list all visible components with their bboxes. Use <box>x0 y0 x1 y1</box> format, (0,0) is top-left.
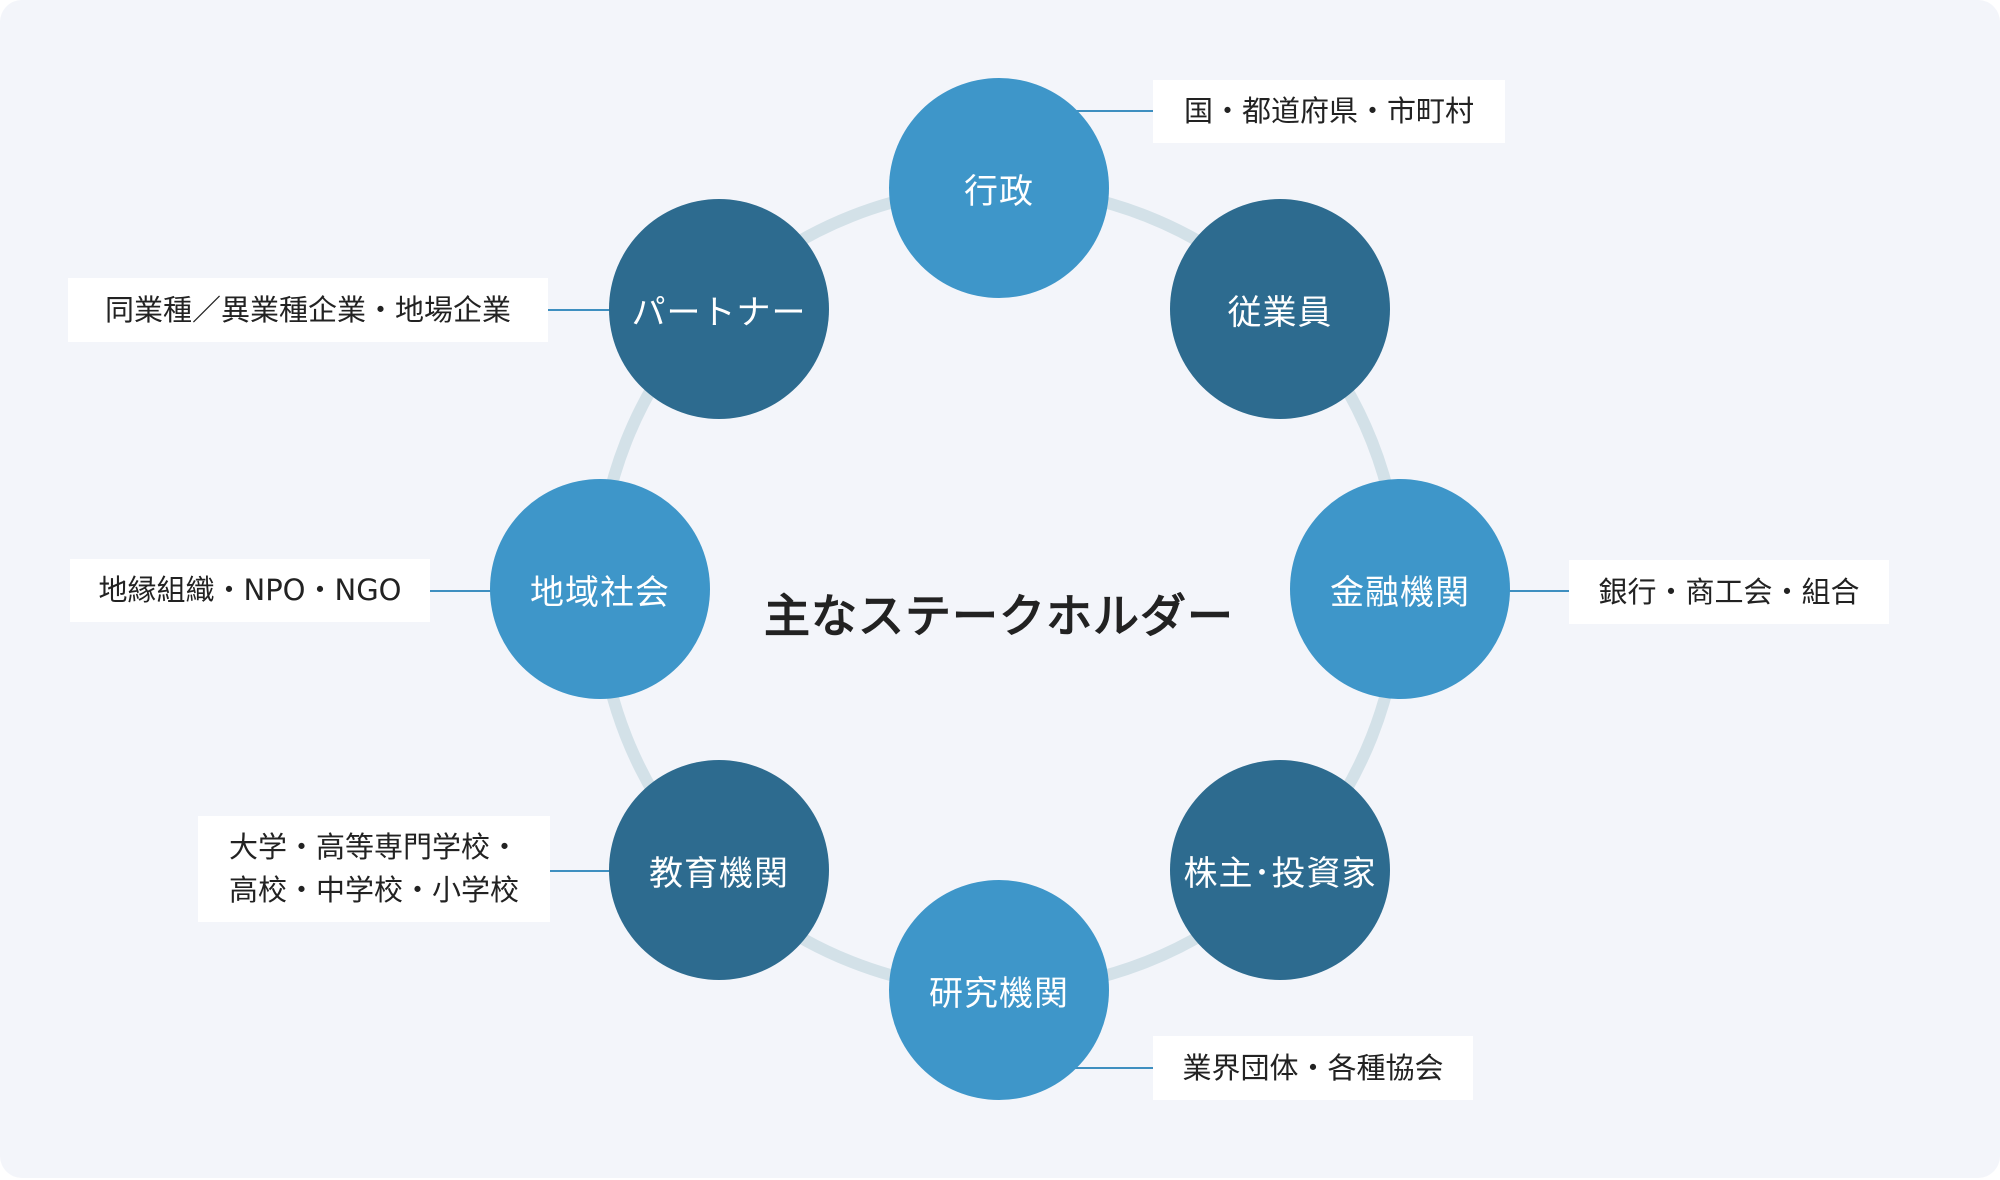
node-kabunushi: 株主･投資家 <box>1170 760 1390 980</box>
node-label: 金融機関 <box>1330 572 1470 613</box>
connector-line-chiiki <box>430 590 492 592</box>
node-label: 教育機関 <box>649 853 789 894</box>
node-label: 行政 <box>964 171 1034 212</box>
connector-line-partner <box>548 309 612 311</box>
connector-line-kyoiku <box>550 870 612 872</box>
node-jugyoin: 従業員 <box>1170 199 1390 419</box>
node-gyosei: 行政 <box>889 78 1109 298</box>
node-label: 研究機関 <box>929 973 1069 1014</box>
connector-line-kinyu <box>1507 590 1571 592</box>
node-kenkyu-kikan: 研究機関 <box>889 880 1109 1100</box>
label-kinyu: 銀行・商工会・組合 <box>1569 560 1889 624</box>
label-partner: 同業種／異業種企業・地場企業 <box>68 278 548 342</box>
label-line: 大学・高等専門学校・ <box>228 830 519 864</box>
node-label: 地域社会 <box>530 572 670 613</box>
label-chiiki: 地縁組織・NPO・NGO <box>70 559 430 622</box>
label-gyosei: 国・都道府県・市町村 <box>1153 80 1505 143</box>
node-label: 従業員 <box>1227 292 1333 333</box>
connector-line-kenkyu <box>1075 1067 1155 1069</box>
connector-line-gyosei <box>1075 110 1155 112</box>
diagram-title: 主なステークホルダー <box>764 589 1234 643</box>
node-partner: パートナー <box>609 199 829 419</box>
node-chiiki-shakai: 地域社会 <box>490 479 710 699</box>
label-kenkyu: 業界団体・各種協会 <box>1153 1036 1473 1100</box>
node-label: 株主･投資家 <box>1183 853 1377 894</box>
label-kyoiku: 大学・高等専門学校・ 高校・中学校・小学校 <box>198 816 550 922</box>
node-kinyu-kikan: 金融機関 <box>1290 479 1510 699</box>
node-label: パートナー <box>631 292 807 333</box>
node-kyoiku-kikan: 教育機関 <box>609 760 829 980</box>
label-line: 高校・中学校・小学校 <box>228 873 519 907</box>
